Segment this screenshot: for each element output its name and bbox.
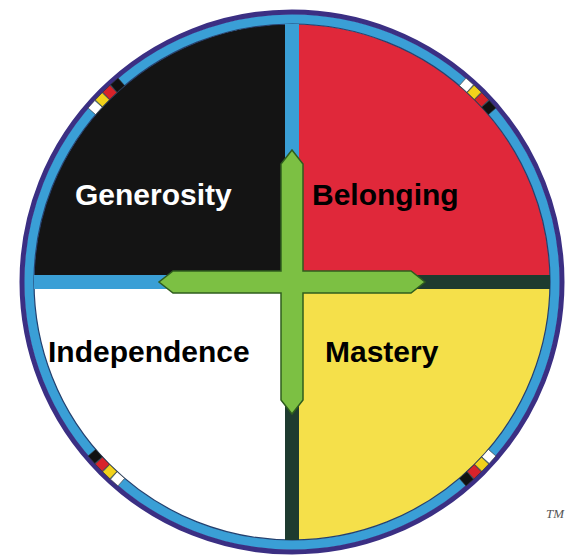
quadrant-label: Belonging bbox=[312, 178, 512, 213]
ring-bead bbox=[103, 85, 117, 99]
quadrant-label: Independence bbox=[48, 335, 273, 370]
ring-bead bbox=[482, 101, 496, 115]
quadrant-fill bbox=[34, 24, 292, 282]
ring-bead bbox=[482, 449, 496, 463]
quadrant-shape bbox=[34, 24, 292, 282]
ring-bead bbox=[88, 101, 102, 115]
text-slot: Independence bbox=[48, 335, 273, 370]
ring-bead bbox=[467, 85, 481, 99]
ring-bead bbox=[111, 472, 125, 486]
quadrant-shape bbox=[34, 282, 292, 540]
ring-band bbox=[29, 19, 555, 545]
quadrant-fill bbox=[292, 282, 550, 540]
quadrant-shape bbox=[292, 24, 550, 282]
ring-bead bbox=[475, 93, 489, 107]
ring-outer bbox=[22, 12, 562, 552]
quadrant-fill bbox=[292, 24, 550, 282]
ring-bead bbox=[111, 78, 125, 92]
text-slot: Generosity bbox=[75, 178, 275, 213]
quadrant-fill bbox=[34, 282, 292, 540]
wheel-quadrant: Generosity bbox=[34, 24, 292, 282]
ring-bead bbox=[475, 457, 489, 471]
quadrant-label: Mastery bbox=[325, 335, 515, 370]
wheel-quadrant: Mastery bbox=[292, 282, 550, 540]
wheel-quadrant: Independence bbox=[34, 282, 292, 540]
bead-group bbox=[88, 78, 496, 486]
ring-bead bbox=[95, 457, 109, 471]
ring-bead bbox=[459, 78, 473, 92]
text-slot: Belonging bbox=[312, 178, 512, 213]
wheel-quadrant: Belonging bbox=[292, 24, 550, 282]
ring-bead bbox=[88, 449, 102, 463]
ring-bead bbox=[459, 472, 473, 486]
cross-band bbox=[34, 275, 292, 289]
quadrant-label: Generosity bbox=[75, 178, 275, 213]
ring-bead bbox=[467, 465, 481, 479]
cross-band bbox=[285, 282, 299, 540]
text-slot: Mastery bbox=[325, 335, 515, 370]
cross-band bbox=[292, 275, 550, 289]
ring-bead bbox=[103, 465, 117, 479]
quadrant-shape bbox=[292, 282, 550, 540]
signature-mark: TM bbox=[546, 506, 564, 522]
green-cross bbox=[159, 150, 425, 414]
ring-bead bbox=[95, 93, 109, 107]
cross-band bbox=[285, 24, 299, 282]
ring-inner-edge bbox=[34, 24, 550, 540]
